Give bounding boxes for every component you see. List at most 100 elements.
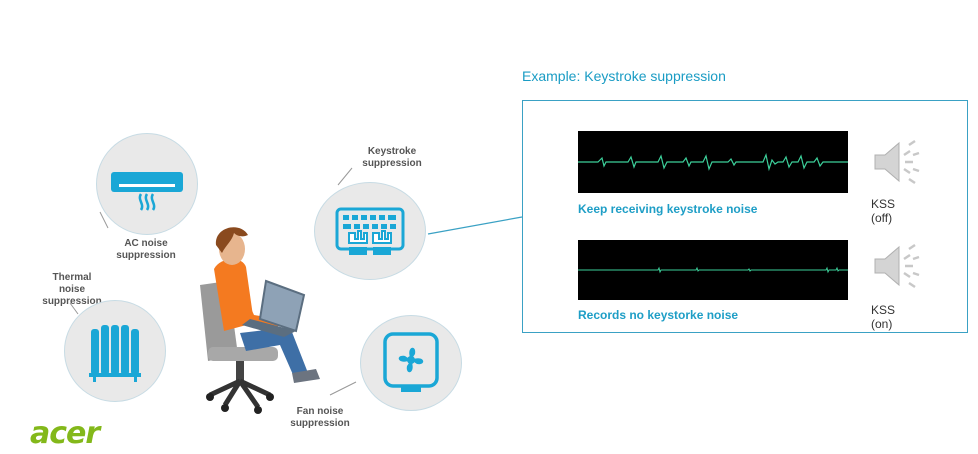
- key-5: [379, 215, 385, 220]
- keystroke-label: Keystroke suppression: [342, 146, 442, 170]
- chair-wheel-1: [206, 393, 214, 401]
- right-hand: [372, 230, 392, 244]
- radiator-base: [89, 373, 141, 377]
- fan-icon: [383, 332, 439, 392]
- keystroke-label-line-1: Keystroke: [367, 146, 417, 157]
- kss-on-line-1: KSS: [871, 303, 896, 317]
- key-7: [343, 224, 351, 229]
- ac-body: [111, 172, 183, 192]
- right-cuff: [373, 247, 391, 255]
- speaker-on-wave-2: [908, 243, 920, 289]
- key-6: [388, 215, 396, 220]
- person-legs: [240, 327, 308, 377]
- speaker-off-wave-1: [903, 149, 913, 175]
- ac-leader: [99, 211, 109, 229]
- key-12: [390, 224, 396, 229]
- kss-on-line-2: (on): [871, 317, 893, 331]
- ac-label-line-2: suppression: [116, 250, 176, 261]
- thermal-label: Thermal noise suppression: [22, 272, 122, 308]
- speaker-on-body: [874, 245, 900, 287]
- laptop-base: [242, 319, 296, 337]
- waveform-kss-off-svg: [578, 153, 848, 172]
- key-11: [381, 224, 387, 229]
- kss-on-label: KSS (on): [871, 303, 895, 331]
- speaker-off-svg: [874, 139, 920, 185]
- chair-wheel-4: [254, 406, 262, 414]
- thermal-circle: [64, 300, 166, 402]
- thermal-label-line-2: noise: [58, 284, 86, 295]
- radiator-fin-2: [101, 325, 109, 375]
- keystroke-label-line-2: suppression: [362, 158, 422, 169]
- example-title: Example: Keystroke suppression: [522, 68, 726, 84]
- radiator-fins: [91, 325, 139, 375]
- fan-label: Fan noise suppression: [270, 406, 370, 430]
- ac-circle: [96, 133, 198, 235]
- keyboard-body: [335, 207, 405, 251]
- kss-off-line-2: (off): [871, 211, 893, 225]
- fan-circle: [360, 315, 462, 411]
- radiator-fin-4: [121, 325, 129, 375]
- person-hair: [215, 227, 248, 253]
- acer-logo-text: acer: [30, 416, 100, 451]
- speaker-on-wave-1: [903, 253, 913, 279]
- speaker-on-svg: [874, 243, 920, 289]
- caption-kss-on: Records no keystorke noise: [578, 308, 739, 322]
- keystroke-circle: [314, 182, 426, 280]
- fan-stand: [401, 386, 421, 392]
- ac-airflow: [138, 193, 156, 211]
- speaker-off-body: [874, 141, 900, 183]
- fan-label-line-1: Fan noise: [296, 406, 344, 417]
- person-with-laptop-illustration: [200, 227, 320, 414]
- fan-blades: [398, 347, 424, 373]
- key-4: [370, 215, 376, 220]
- chair-post: [236, 361, 244, 381]
- ac-vent: [119, 184, 175, 187]
- fan-leader: [329, 381, 357, 396]
- air-conditioner-icon: [111, 172, 183, 211]
- waveform-kss-off-trace: [578, 153, 848, 172]
- waveform-kss-on-svg: [578, 266, 848, 274]
- key-9: [363, 224, 369, 229]
- thermal-label-line-3: suppression: [42, 296, 102, 307]
- key-1: [343, 215, 349, 220]
- thermal-leader: [69, 302, 79, 315]
- key-3: [361, 215, 367, 220]
- person-arm: [228, 275, 278, 327]
- keyboard-keys: [343, 215, 396, 229]
- chair-seat: [208, 347, 278, 361]
- person-shoe: [292, 369, 320, 383]
- ac-label: AC noise suppression: [96, 238, 196, 262]
- radiator-fin-3: [111, 325, 119, 375]
- radiator-leg-left: [93, 377, 96, 382]
- caption-kss-off: Keep receiving keystroke noise: [578, 202, 758, 216]
- key-10: [372, 224, 378, 229]
- chair-wheel-3: [221, 404, 229, 412]
- example-panel: Keep receiving keystroke noise KSS (off)…: [522, 100, 968, 333]
- radiator-fin-1: [91, 329, 99, 375]
- waveform-kss-on-trace: [578, 266, 848, 274]
- waveform-kss-on: [578, 240, 848, 300]
- chair-wheel-2: [266, 393, 274, 401]
- left-hand: [348, 230, 368, 244]
- thermal-label-line-1: Thermal: [52, 272, 92, 283]
- ac-label-line-1: AC noise: [124, 238, 168, 249]
- waveform-kss-off: [578, 131, 848, 193]
- speaker-off-wave-2: [908, 139, 920, 185]
- radiator-leg-right: [134, 377, 137, 382]
- radiator-fin-5: [131, 329, 139, 375]
- acer-logo: acer: [30, 416, 100, 451]
- chair-base: [208, 378, 272, 409]
- keystroke-leader: [337, 167, 353, 186]
- key-2: [352, 215, 358, 220]
- kss-off-label: KSS (off): [871, 197, 895, 225]
- left-cuff: [349, 247, 367, 255]
- radiator-icon: [89, 325, 141, 382]
- fan-label-line-2: suppression: [290, 418, 350, 429]
- key-8: [354, 224, 360, 229]
- speaker-icon-on: [871, 241, 925, 296]
- keystroke-connector: [427, 216, 523, 235]
- kss-off-line-1: KSS: [871, 197, 896, 211]
- speaker-icon-off: [871, 137, 925, 192]
- keyboard-icon: [335, 207, 405, 255]
